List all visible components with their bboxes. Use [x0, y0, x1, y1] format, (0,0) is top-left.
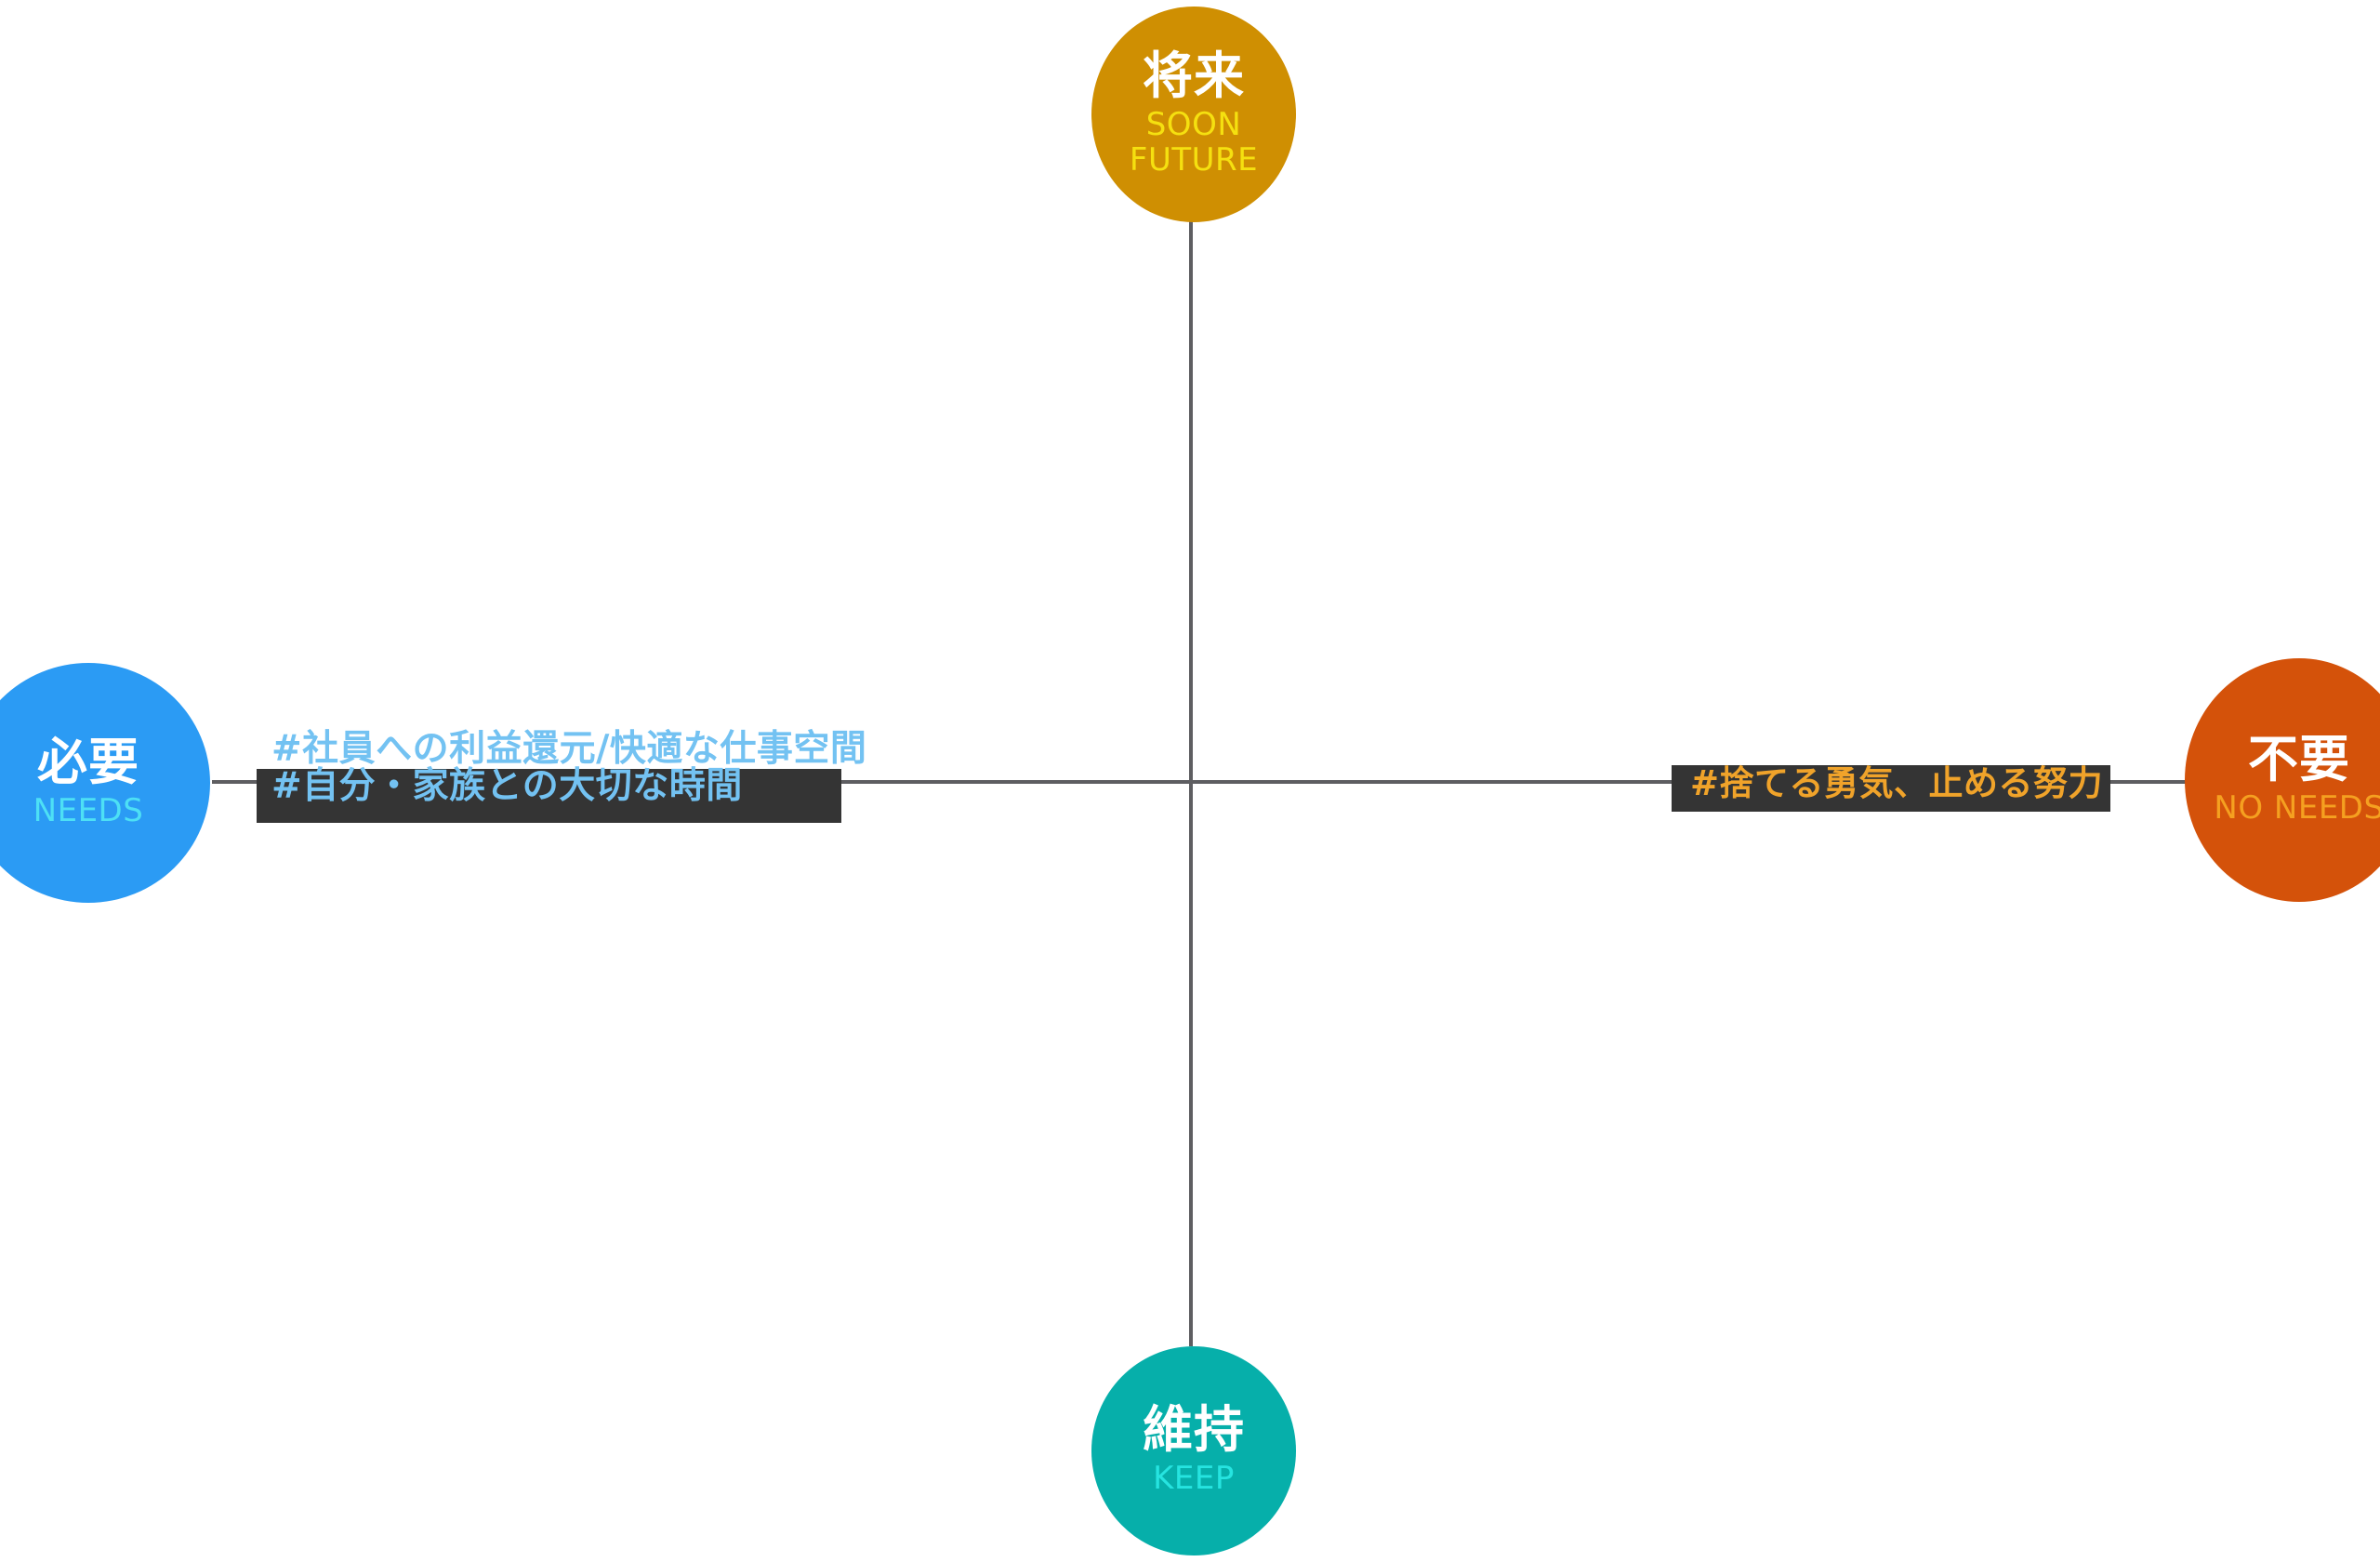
note-right-line-1: #捨てる勇気、止める努力: [1690, 763, 2104, 803]
pole-future[interactable]: 将来 SOON FUTURE: [1091, 7, 1296, 222]
pole-no-needs-label-en: NO NEEDS: [2214, 788, 2380, 827]
pole-needs[interactable]: 必要 NEEDS: [0, 663, 210, 903]
pole-needs-label-jp: 必要: [37, 732, 139, 791]
note-right[interactable]: #捨てる勇気、止める努力: [1690, 766, 2103, 801]
pole-keep[interactable]: 維持 KEEP: [1091, 1346, 1296, 1555]
vertical-axis-line: [1189, 221, 1193, 1346]
pole-future-label-jp: 将来: [1143, 46, 1245, 105]
pole-no-needs-label-jp: 不要: [2248, 729, 2350, 788]
note-left[interactable]: #社員への利益還元/快適な仕事空間 #自分・家族との大切な時間: [271, 731, 866, 805]
note-left-line-1: #社員への利益還元/快適な仕事空間: [271, 728, 867, 770]
pole-future-label-en-line2: FUTURE: [1129, 141, 1259, 179]
pole-no-needs[interactable]: 不要 NO NEEDS: [2185, 658, 2380, 902]
horizontal-axis-line: [212, 780, 2248, 784]
pole-needs-label-en: NEEDS: [33, 791, 144, 829]
pole-future-label-en-line1: SOON: [1145, 105, 1242, 143]
pole-keep-label-en: KEEP: [1153, 1460, 1235, 1498]
note-right-highlight-bar: [1672, 765, 2110, 812]
pole-future-label-en: SOON FUTURE: [1130, 107, 1258, 178]
note-left-highlight-bar: [257, 769, 841, 823]
pole-keep-label-jp: 維持: [1143, 1400, 1245, 1460]
note-left-line-2: #自分・家族との大切な時間: [271, 764, 743, 807]
